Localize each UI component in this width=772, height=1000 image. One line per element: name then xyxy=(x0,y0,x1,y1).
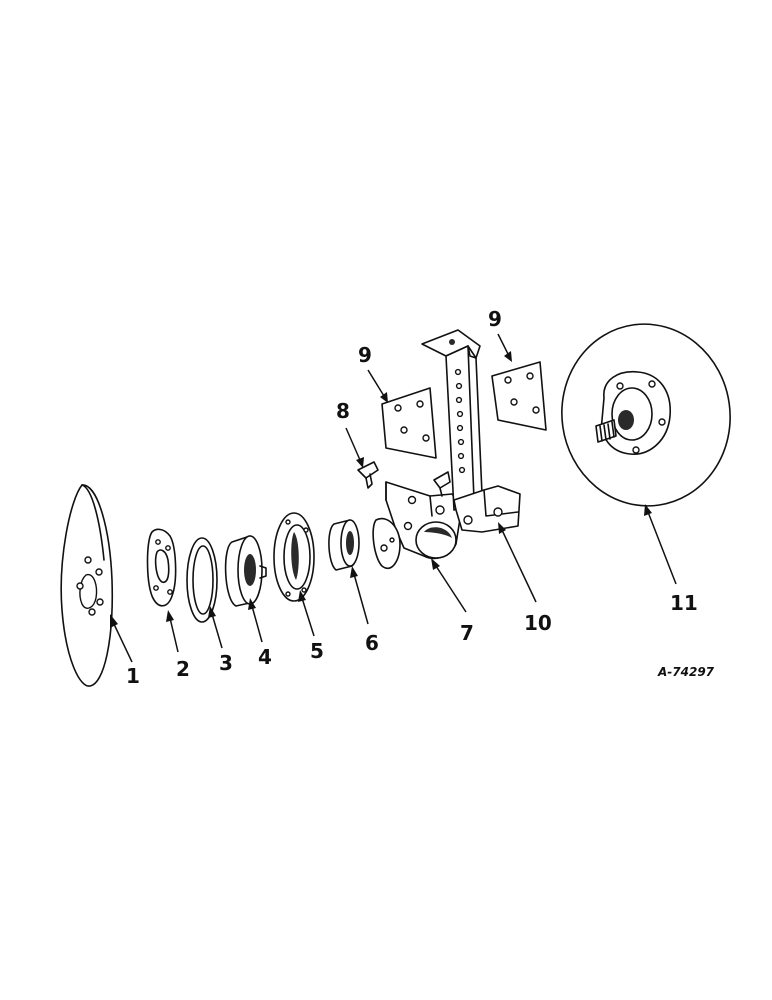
callout-6: 6 xyxy=(365,631,379,655)
part-1-disc-blade xyxy=(60,484,114,687)
callout-1: 1 xyxy=(126,664,140,688)
part-10-standard xyxy=(421,329,521,533)
callout-11: 11 xyxy=(670,591,698,615)
part-6-seal xyxy=(328,519,360,571)
part-9-plate-right xyxy=(491,361,547,431)
part-11-disc-with-hub xyxy=(561,323,731,507)
callout-10: 10 xyxy=(524,611,552,635)
callout-9-left: 9 xyxy=(358,343,372,367)
part-5-retainer-flange xyxy=(273,512,315,602)
callout-9-right: 9 xyxy=(488,307,502,331)
part-8-bolts xyxy=(357,461,451,497)
part-7-bearing-housing xyxy=(372,481,463,569)
callout-7: 7 xyxy=(460,621,474,645)
part-3-washer xyxy=(186,537,218,623)
callout-2: 2 xyxy=(176,657,190,681)
callout-5: 5 xyxy=(310,639,324,663)
callout-labels: 1 2 3 4 5 6 7 8 9 9 10 11 A-74297 xyxy=(126,307,715,688)
callout-8: 8 xyxy=(336,399,350,423)
part-2-hub-flange xyxy=(146,528,177,607)
part-4-bearing xyxy=(224,535,267,607)
part-9-plate-left xyxy=(381,387,437,459)
callout-3: 3 xyxy=(219,651,233,675)
drawing-number: A-74297 xyxy=(657,665,715,679)
callout-4: 4 xyxy=(258,645,272,669)
leader-arrows xyxy=(110,333,677,663)
